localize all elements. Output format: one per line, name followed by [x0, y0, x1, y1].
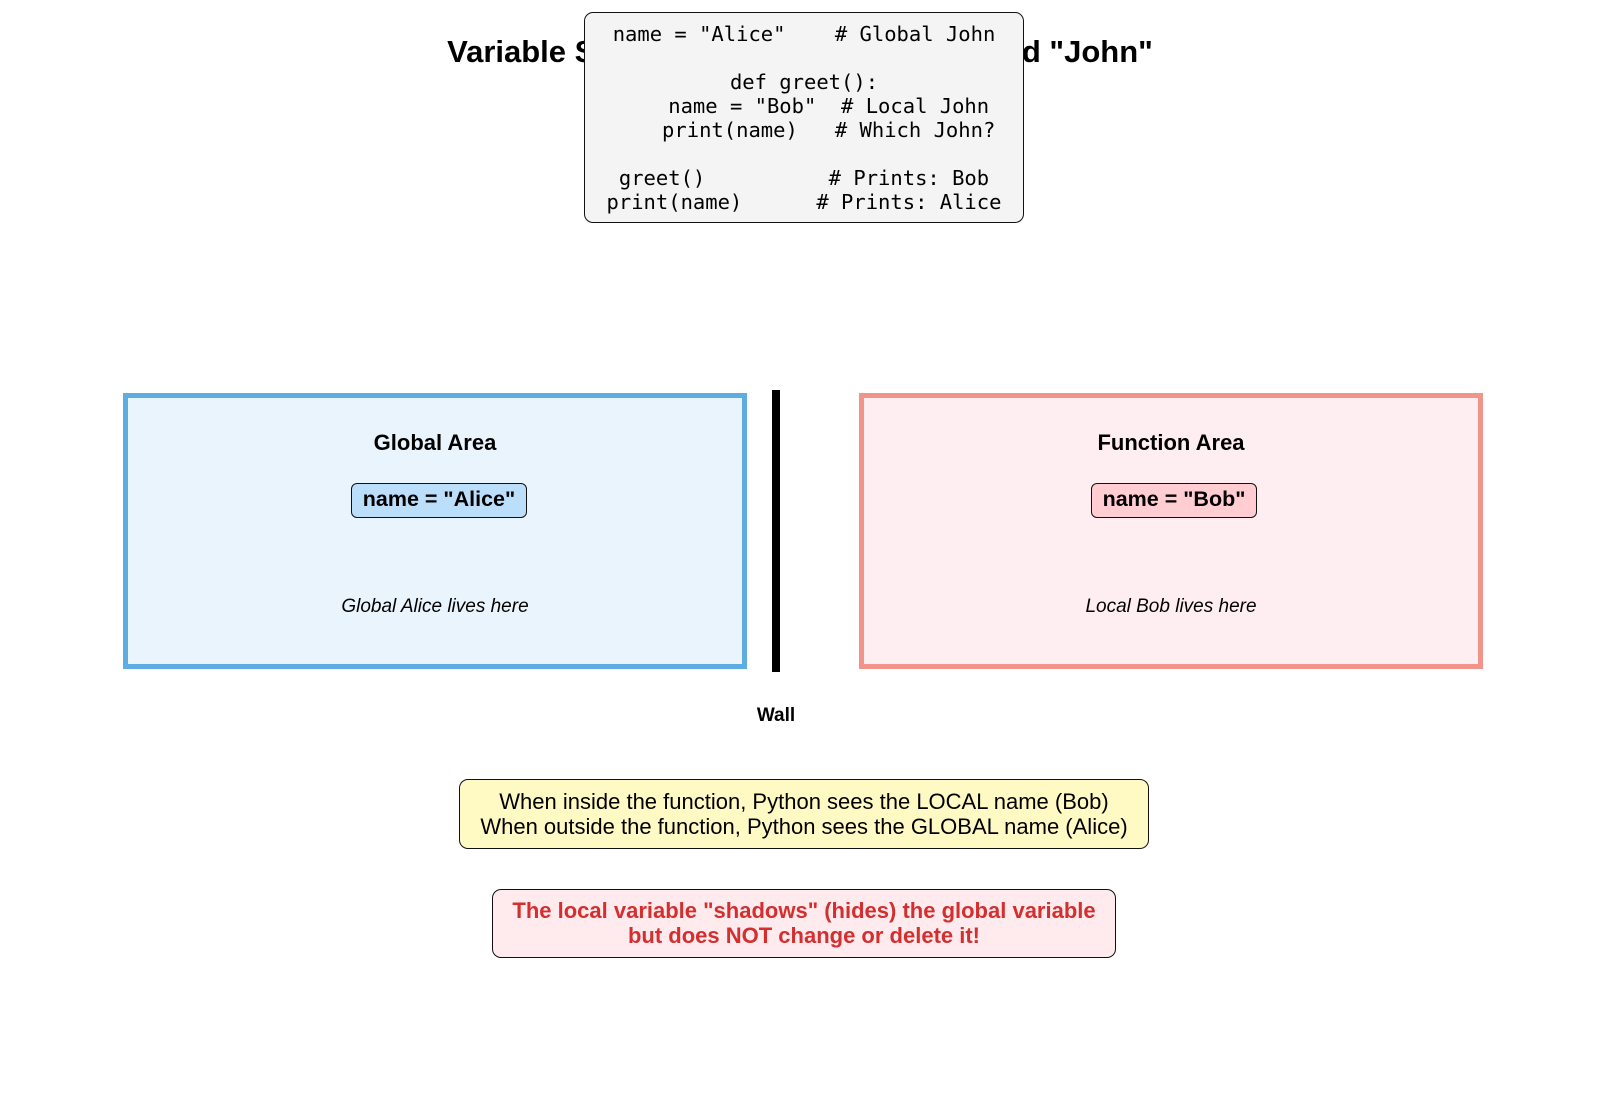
code-line: print(name) # Prints: Alice — [606, 190, 1002, 214]
function-area-title: Function Area — [1097, 430, 1245, 455]
wall-divider — [772, 390, 780, 672]
warning-line: but does NOT change or delete it! — [627, 923, 981, 948]
explanation-box: When inside the function, Python sees th… — [459, 779, 1149, 849]
code-line: def greet(): — [729, 70, 879, 94]
explanation-line: When outside the function, Python sees t… — [480, 814, 1128, 839]
code-line: name = "Alice" # Global John — [612, 22, 996, 46]
global-area-title: Global Area — [373, 430, 497, 455]
global-area-caption: Global Alice lives here — [341, 596, 529, 617]
code-example-box: name = "Alice" # Global John def greet()… — [584, 12, 1024, 223]
wall-label: Wall — [756, 705, 796, 726]
code-line: print(name) # Which John? — [612, 118, 996, 142]
global-variable-box: name = "Alice" — [351, 483, 527, 518]
local-variable-box: name = "Bob" — [1091, 483, 1257, 518]
global-area: Global Area name = "Alice" Global Alice … — [123, 393, 747, 669]
code-line: name = "Bob" # Local John — [618, 94, 990, 118]
warning-box: The local variable "shadows" (hides) the… — [492, 889, 1116, 958]
code-line: greet() # Prints: Bob — [618, 166, 990, 190]
warning-line: The local variable "shadows" (hides) the… — [512, 898, 1096, 923]
explanation-line: When inside the function, Python sees th… — [499, 789, 1109, 814]
function-area: Function Area name = "Bob" Local Bob liv… — [859, 393, 1483, 669]
function-area-caption: Local Bob lives here — [1085, 596, 1257, 617]
